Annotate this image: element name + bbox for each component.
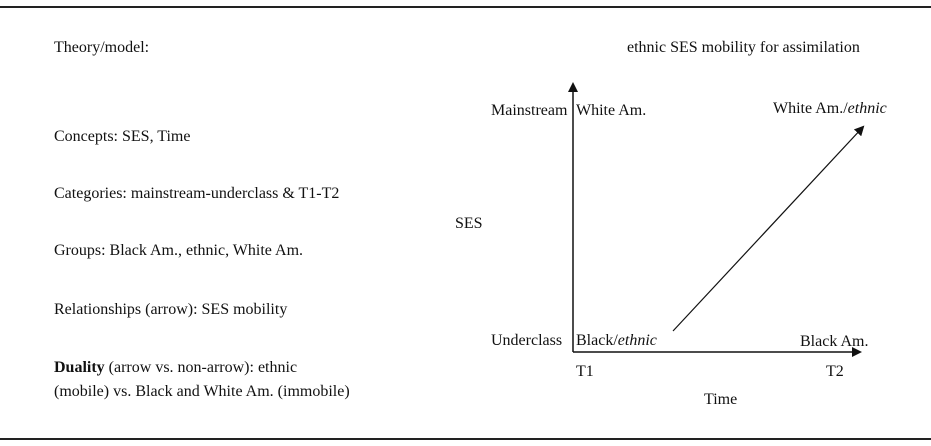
bottom-right-group: Black Am. — [800, 333, 869, 350]
duality-term: Duality — [54, 359, 105, 376]
x-right-tick: T2 — [826, 363, 844, 380]
duality-description: (arrow vs. non-arrow): ethnic — [104, 359, 298, 376]
concepts-label: Concepts: SES, Time — [54, 128, 191, 145]
duality-line-1: Duality (arrow vs. non-arrow): ethnic — [54, 357, 297, 379]
top-right-group-main: White Am./ — [773, 100, 848, 117]
mobility-arrow — [672, 125, 865, 332]
x-left-tick: T1 — [576, 363, 594, 380]
groups-label: Groups: Black Am., ethnic, White Am. — [54, 242, 304, 259]
bottom-left-group-italic: ethnic — [617, 332, 657, 349]
bottom-left-group-main: Black/ — [576, 332, 618, 349]
theory-label: Theory/model: — [54, 39, 150, 56]
y-top-category: Mainstream — [491, 102, 568, 119]
y-axis-label: SES — [455, 215, 483, 232]
bottom-left-group: Black/ethnic — [576, 331, 657, 351]
categories-label: Categories: mainstream-underclass & T1-T… — [54, 185, 340, 202]
top-right-group: White Am./ethnic — [773, 99, 887, 119]
diagram-title: ethnic SES mobility for assimilation — [627, 39, 860, 56]
x-axis-label: Time — [704, 391, 738, 408]
top-right-group-italic: ethnic — [847, 100, 887, 117]
duality-line-2: (mobile) vs. Black and White Am. (immobi… — [54, 383, 350, 400]
top-left-group: White Am. — [576, 102, 647, 119]
y-bottom-category: Underclass — [491, 332, 563, 349]
relationships-label: Relationships (arrow): SES mobility — [54, 301, 288, 318]
bottom-rule — [0, 438, 931, 440]
top-rule — [0, 6, 931, 8]
